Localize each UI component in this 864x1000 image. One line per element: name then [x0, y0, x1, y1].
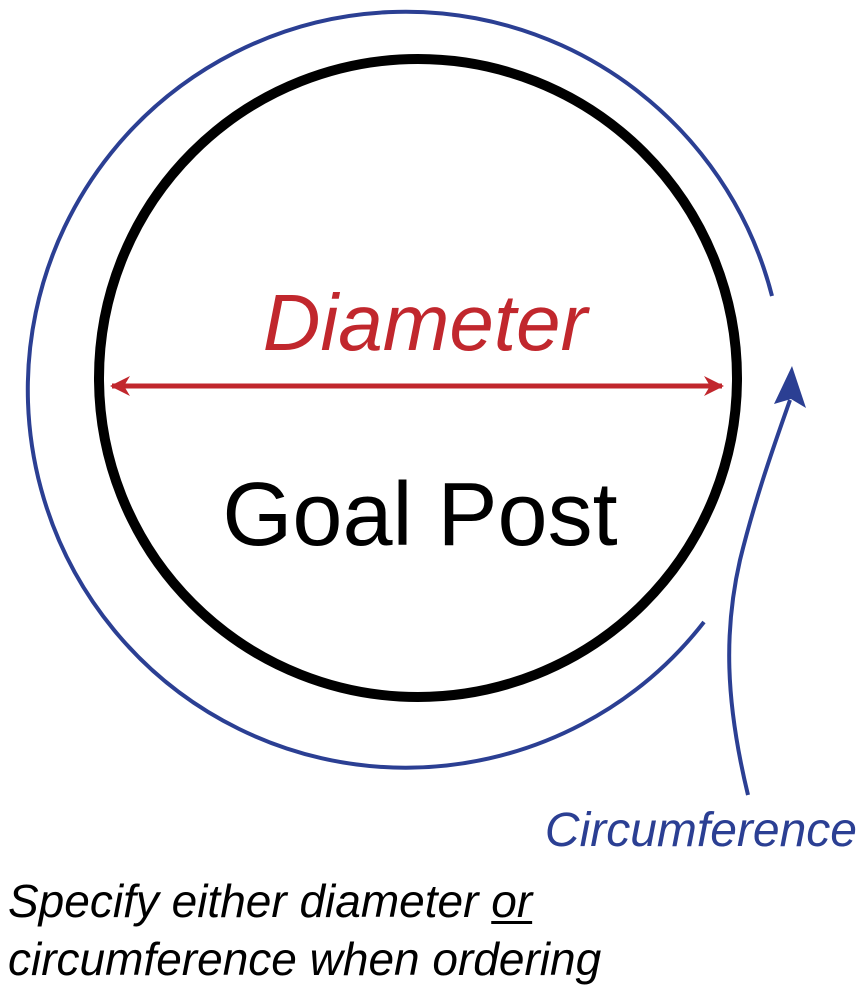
- diameter-label: Diameter: [263, 278, 591, 367]
- ordering-note: Specify either diameter or circumference…: [8, 872, 858, 988]
- circumference-label: Circumference: [545, 804, 857, 857]
- circumference-arrowhead: [774, 366, 806, 408]
- circumference-arrow-shaft: [727, 399, 792, 796]
- goal-post-circle: [94, 54, 742, 702]
- goal-post-label: Goal Post: [222, 465, 617, 565]
- ordering-note-text-1: Specify either diameter: [8, 875, 492, 927]
- ordering-note-line-2: circumference when ordering: [8, 933, 602, 985]
- circumference-arc: [25, 9, 774, 770]
- ordering-note-line-1: Specify either diameter or: [8, 872, 858, 930]
- ordering-note-emphasis: or: [491, 875, 533, 927]
